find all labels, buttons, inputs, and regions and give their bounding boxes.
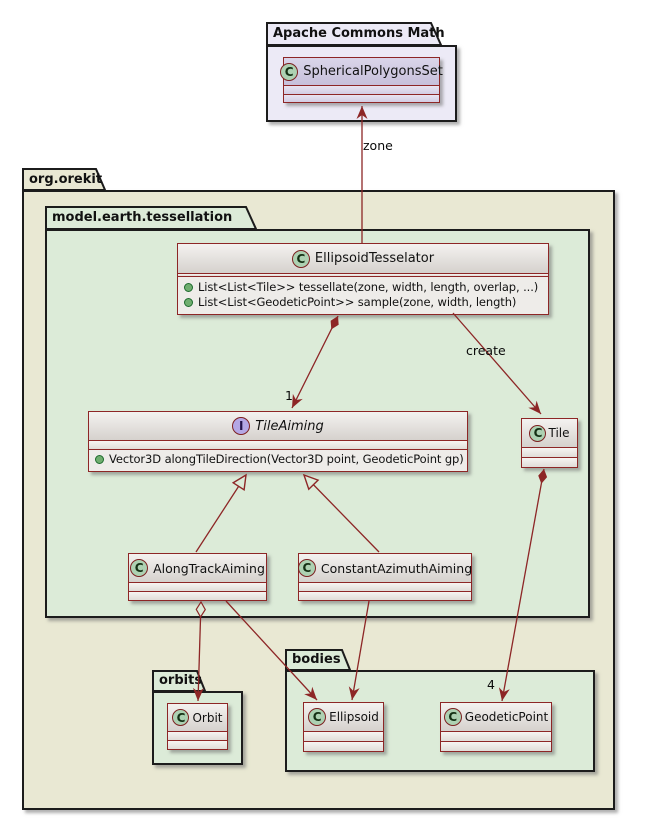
class-name: SphericalPolygonsSet (303, 64, 443, 79)
methods-compartment: Vector3D alongTileDirection(Vector3D poi… (89, 449, 467, 471)
interface-name: TileAiming (255, 418, 324, 434)
fields-compartment (299, 582, 471, 591)
interface-tile-aiming: I TileAiming Vector3D alongTileDirection… (88, 411, 468, 472)
class-name: Ellipsoid (329, 710, 379, 724)
package-label-bodies: bodies (292, 651, 341, 667)
edge-label-multiplicity-1: 1 (285, 388, 293, 403)
package-tab-orbits: orbits (152, 670, 206, 692)
fields-compartment (168, 731, 227, 740)
fields-compartment (129, 582, 266, 591)
class-header: I TileAiming (89, 412, 467, 440)
package-tab-shape (266, 22, 442, 46)
class-header: C GeodeticPoint (441, 703, 551, 731)
class-header: C EllipsoidTesselator (178, 244, 548, 273)
class-icon: C (443, 708, 462, 726)
class-icon: C (172, 709, 190, 726)
package-tab-shape (45, 206, 257, 230)
fields-compartment (522, 447, 577, 457)
package-tab-tessellation: model.earth.tessellation (45, 206, 257, 230)
methods-compartment (299, 591, 471, 600)
package-label-orbits: orbits (159, 672, 203, 688)
method-row: Vector3D alongTileDirection(Vector3D poi… (95, 452, 464, 467)
package-tab-org-orekit: org.orekit (22, 168, 106, 191)
method-row: List<List<GeodeticPoint>> sample(zone, w… (184, 295, 542, 310)
package-label-apache-commons-math: Apache Commons Math (273, 25, 445, 41)
class-header: C Orbit (168, 704, 227, 731)
class-header: C Tile (522, 419, 577, 447)
fields-compartment (304, 731, 383, 741)
methods-compartment (522, 457, 577, 467)
package-tab-shape (22, 168, 106, 191)
class-name: EllipsoidTesselator (314, 251, 435, 266)
class-header: C Ellipsoid (304, 703, 383, 731)
class-name: AlongTrackAiming (153, 560, 265, 576)
method-signature: List<List<GeodeticPoint>> sample(zone, w… (198, 295, 517, 309)
class-icon: C (280, 62, 299, 81)
class-icon: C (297, 559, 316, 577)
class-icon: C (308, 708, 327, 726)
class-geodetic-point: C GeodeticPoint (440, 702, 552, 752)
class-along-track-aiming: C AlongTrackAiming (128, 553, 267, 601)
class-header: C AlongTrackAiming (129, 554, 266, 582)
package-tab-bodies: bodies (285, 649, 351, 671)
class-ellipsoid-tesselator: C EllipsoidTesselator List<List<Tile>> t… (177, 243, 549, 315)
methods-compartment (284, 93, 439, 102)
method-row: List<List<Tile>> tessellate(zone, width,… (184, 280, 542, 295)
class-name: Tile (548, 426, 570, 440)
class-orbit: C Orbit (167, 703, 228, 750)
package-label-tessellation: model.earth.tessellation (52, 209, 233, 225)
fields-compartment (178, 273, 548, 276)
method-signature: List<List<Tile>> tessellate(zone, width,… (198, 280, 539, 294)
edge-label-create: create (466, 343, 506, 358)
public-method-icon (95, 455, 104, 464)
interface-icon: I (232, 417, 251, 435)
edge-label-multiplicity-4: 4 (487, 677, 495, 692)
fields-compartment (89, 440, 467, 449)
methods-compartment (441, 741, 551, 751)
class-header: C ConstantAzimuthAiming (297, 554, 473, 582)
methods-compartment: List<List<Tile>> tessellate(zone, width,… (178, 276, 548, 314)
edge-label-zone: zone (363, 138, 393, 153)
fields-compartment (284, 85, 439, 94)
class-tile: C Tile (521, 418, 578, 468)
class-name: GeodeticPoint (464, 710, 549, 724)
fields-compartment (441, 731, 551, 741)
class-icon: C (291, 249, 310, 268)
methods-compartment (304, 741, 383, 751)
public-method-icon (184, 283, 193, 292)
class-name: Orbit (192, 710, 223, 725)
package-tab-apache-commons-math: Apache Commons Math (266, 22, 445, 46)
class-icon: C (529, 424, 547, 442)
public-method-icon (184, 298, 193, 307)
class-ellipsoid: C Ellipsoid (303, 702, 384, 752)
methods-compartment (168, 740, 227, 749)
class-constant-azimuth-aiming: C ConstantAzimuthAiming (297, 553, 473, 601)
package-label-org-orekit: org.orekit (29, 171, 103, 187)
method-signature: Vector3D alongTileDirection(Vector3D poi… (109, 452, 464, 466)
class-spherical-polygons-set: C SphericalPolygonsSet (280, 57, 443, 103)
class-header: C SphericalPolygonsSet (280, 58, 443, 85)
methods-compartment (129, 591, 266, 600)
class-icon: C (130, 559, 149, 577)
class-name: ConstantAzimuthAiming (320, 560, 473, 576)
